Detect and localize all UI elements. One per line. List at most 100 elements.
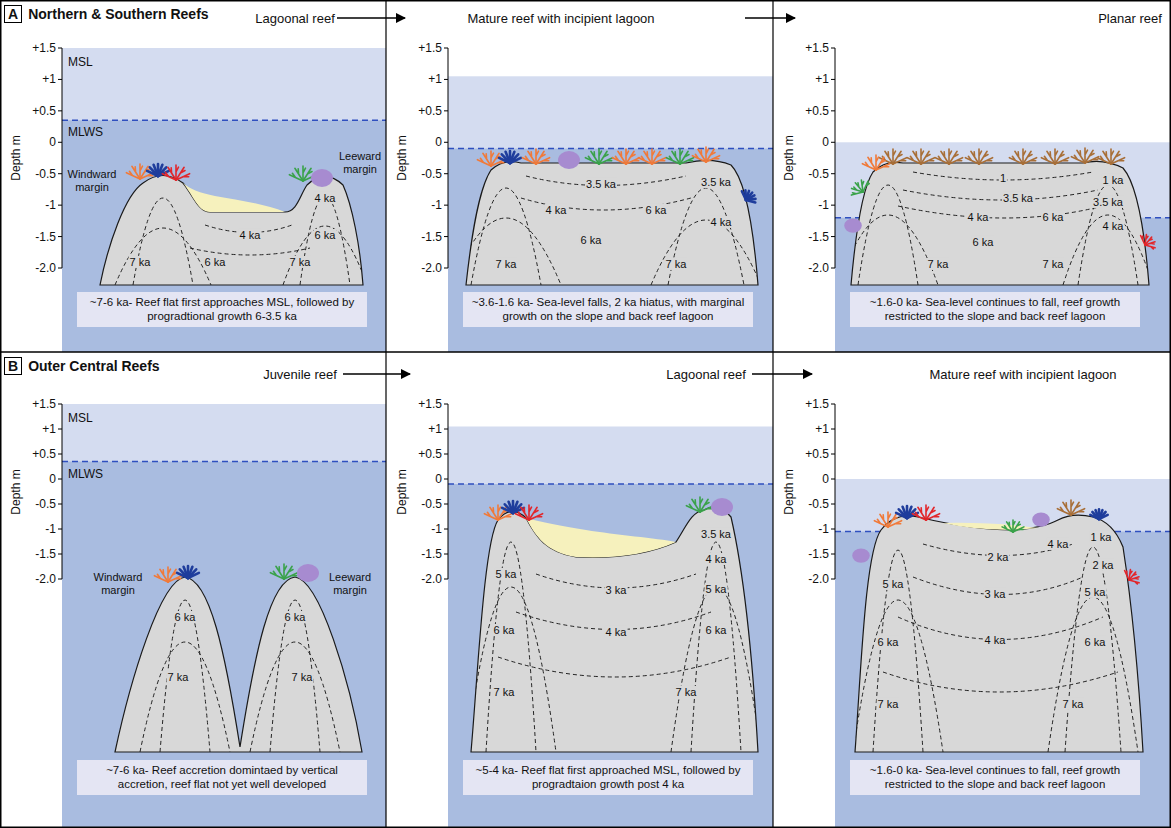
coral-colony xyxy=(1023,158,1037,164)
axis-tick xyxy=(831,579,835,580)
age-label: 6 ka xyxy=(972,236,995,248)
coral-colony xyxy=(698,149,706,162)
growth-lines xyxy=(115,196,367,285)
tick-label: -1 xyxy=(45,522,56,536)
axis-tick xyxy=(444,79,448,80)
caption-text: ~5-4 ka- Reef flat first approached MSL,… xyxy=(469,763,747,792)
coral-colony xyxy=(1125,571,1129,581)
coral-colony xyxy=(913,151,921,164)
age-label: 1 ka xyxy=(1090,531,1113,543)
coral-colony xyxy=(498,514,512,520)
age-label: 4 ka xyxy=(705,553,728,565)
mlws-label: MLWS xyxy=(68,125,103,139)
age-label: 3.5 ka xyxy=(1092,196,1124,208)
coral-colony xyxy=(1099,515,1108,519)
water-below-mlws xyxy=(448,149,773,352)
age-label: 7 ka xyxy=(289,256,312,268)
isochron-line xyxy=(873,550,923,752)
age-label: 6 ka xyxy=(284,611,307,623)
axis-tick xyxy=(58,454,62,455)
coral-colony xyxy=(880,514,888,527)
axis-tick xyxy=(444,205,448,206)
corals xyxy=(484,497,733,520)
age-label: 6 ka xyxy=(877,636,900,648)
isochron-line xyxy=(115,228,211,285)
panel-divider xyxy=(0,351,1171,353)
tick-label: -2.0 xyxy=(808,261,829,275)
axis-tick xyxy=(58,429,62,430)
age-label: 3.5 ka xyxy=(700,528,732,540)
reef-panel xyxy=(444,404,773,828)
caption-box: ~7-6 ka- Reef flat first approaches MSL,… xyxy=(77,292,367,327)
axis-tick xyxy=(831,479,835,480)
age-label: 7 ka xyxy=(129,256,152,268)
age-label: 3.5 ka xyxy=(1002,192,1034,204)
axis-title: Depth m xyxy=(395,469,409,514)
isochron-line xyxy=(691,542,741,752)
stage-arrow xyxy=(745,17,795,18)
caption-text: ~1.6-0 ka- Sea-level continues to fall, … xyxy=(856,763,1134,792)
coral-colony xyxy=(176,174,190,180)
axis-title: Depth m xyxy=(395,135,409,180)
tick-label: +1.5 xyxy=(32,397,56,411)
axis-tick xyxy=(831,236,835,237)
age-label: 3 ka xyxy=(984,588,1007,600)
caption-text: ~1.6-0 ka- Sea-level continues to fall, … xyxy=(856,295,1134,324)
panel-heading: ANorthern & Southern Reefs xyxy=(4,5,209,23)
tick-label: 0 xyxy=(435,135,442,149)
reef-panel xyxy=(831,404,1171,828)
axis-tick xyxy=(831,142,835,143)
coral-colony xyxy=(680,158,694,164)
age-label: 3 ka xyxy=(605,584,628,596)
tick-label: +1.5 xyxy=(805,41,829,55)
coral-colony xyxy=(868,157,876,170)
tick-label: +0.5 xyxy=(418,104,442,118)
age-label: 4 ka xyxy=(1047,538,1070,550)
isochron-line xyxy=(883,672,1118,692)
growth-lines xyxy=(853,544,1138,752)
isochron-line xyxy=(283,226,367,285)
coral-colony xyxy=(284,573,298,579)
axis-tick xyxy=(831,429,835,430)
caption-box: ~5-4 ka- Reef flat first approached MSL,… xyxy=(463,760,753,795)
isochron-line xyxy=(300,196,350,285)
caption-box: ~3.6-1.6 ka- Sea-level falls, 2 ka hiatu… xyxy=(463,292,753,327)
axis-tick xyxy=(58,173,62,174)
coral-colony xyxy=(921,158,935,164)
panel-divider xyxy=(385,0,386,828)
coral-colony xyxy=(1047,151,1055,164)
tick-label: +1 xyxy=(815,422,829,436)
age-label: 5 ka xyxy=(495,568,518,580)
coral-colony xyxy=(510,158,521,163)
stage-title: Lagoonal reef xyxy=(255,11,335,26)
tick-label: -1 xyxy=(431,522,442,536)
depth-axis xyxy=(835,404,836,579)
stage-arrow xyxy=(343,373,410,374)
lagoon-sediment xyxy=(526,518,676,557)
isochron-line xyxy=(498,657,731,677)
reef-body xyxy=(100,176,363,286)
isochron-line xyxy=(466,587,556,752)
axis-tick xyxy=(444,429,448,430)
lagoon-sediment xyxy=(183,183,285,212)
axis-tick xyxy=(831,504,835,505)
age-label: 5 ka xyxy=(705,583,728,595)
age-label: 4 ka xyxy=(984,634,1007,646)
coral-colony xyxy=(1007,522,1013,532)
isochron-line xyxy=(838,215,938,285)
tick-label: +0.5 xyxy=(32,447,56,461)
isochron-line xyxy=(250,642,340,752)
axis-tick xyxy=(58,205,62,206)
growth-lines xyxy=(140,600,340,752)
coral-colony xyxy=(1129,580,1139,584)
age-label: 7 ka xyxy=(927,258,950,270)
reef-body xyxy=(851,161,1149,285)
axis-tick xyxy=(831,48,835,49)
age-label: 1 ka xyxy=(1102,174,1125,186)
tick-label: -1 xyxy=(818,198,829,212)
reef-body xyxy=(115,577,362,752)
msl-label: MSL xyxy=(68,55,93,69)
corals xyxy=(844,148,1155,249)
coral-colony xyxy=(536,158,550,164)
